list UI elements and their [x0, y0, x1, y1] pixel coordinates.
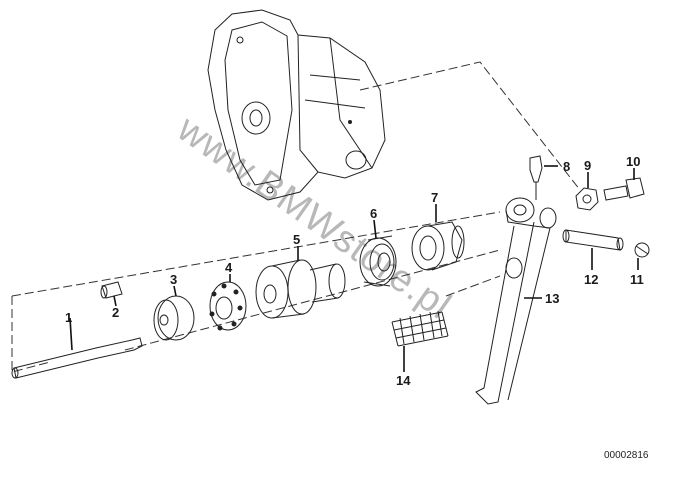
part-spring: [391, 275, 501, 347]
label-part-11: 11: [630, 272, 644, 287]
label-part-9: 9: [584, 158, 591, 173]
part-grease-nipple: [529, 155, 543, 200]
label-part-2: 2: [112, 305, 119, 320]
assembly-axis-lines: [11, 61, 581, 373]
part-seal-carrier: [411, 221, 465, 271]
part-clutch-lever: [475, 197, 557, 405]
label-part-14: 14: [396, 373, 411, 388]
part-pivot-pin: [562, 229, 624, 251]
label-part-8: 8: [563, 159, 570, 174]
part-ball-bearing: [359, 235, 397, 287]
part-number-labels: 1 2 3 4 5 6 7 8 9 10 11 12 13 14: [65, 154, 644, 388]
part-disc: [153, 295, 195, 341]
part-bolt: [603, 177, 645, 201]
label-part-4: 4: [225, 260, 233, 275]
part-sleeve: [100, 281, 123, 299]
gearbox-housing: [207, 9, 386, 201]
label-part-3: 3: [170, 272, 177, 287]
label-part-10: 10: [626, 154, 640, 169]
part-hex-nut: [575, 187, 599, 211]
part-circlip: [634, 242, 650, 258]
label-part-5: 5: [293, 232, 300, 247]
part-push-rod: [11, 337, 143, 379]
part-bearing-guide: [255, 259, 346, 319]
label-part-7: 7: [431, 190, 438, 205]
part-thrust-bearing: [209, 281, 247, 331]
label-part-6: 6: [370, 206, 377, 221]
leader-lines: [69, 165, 639, 372]
diagram-reference-number: 00002816: [604, 450, 649, 461]
label-part-1: 1: [65, 310, 72, 325]
label-part-12: 12: [584, 272, 598, 287]
label-part-13: 13: [545, 291, 559, 306]
